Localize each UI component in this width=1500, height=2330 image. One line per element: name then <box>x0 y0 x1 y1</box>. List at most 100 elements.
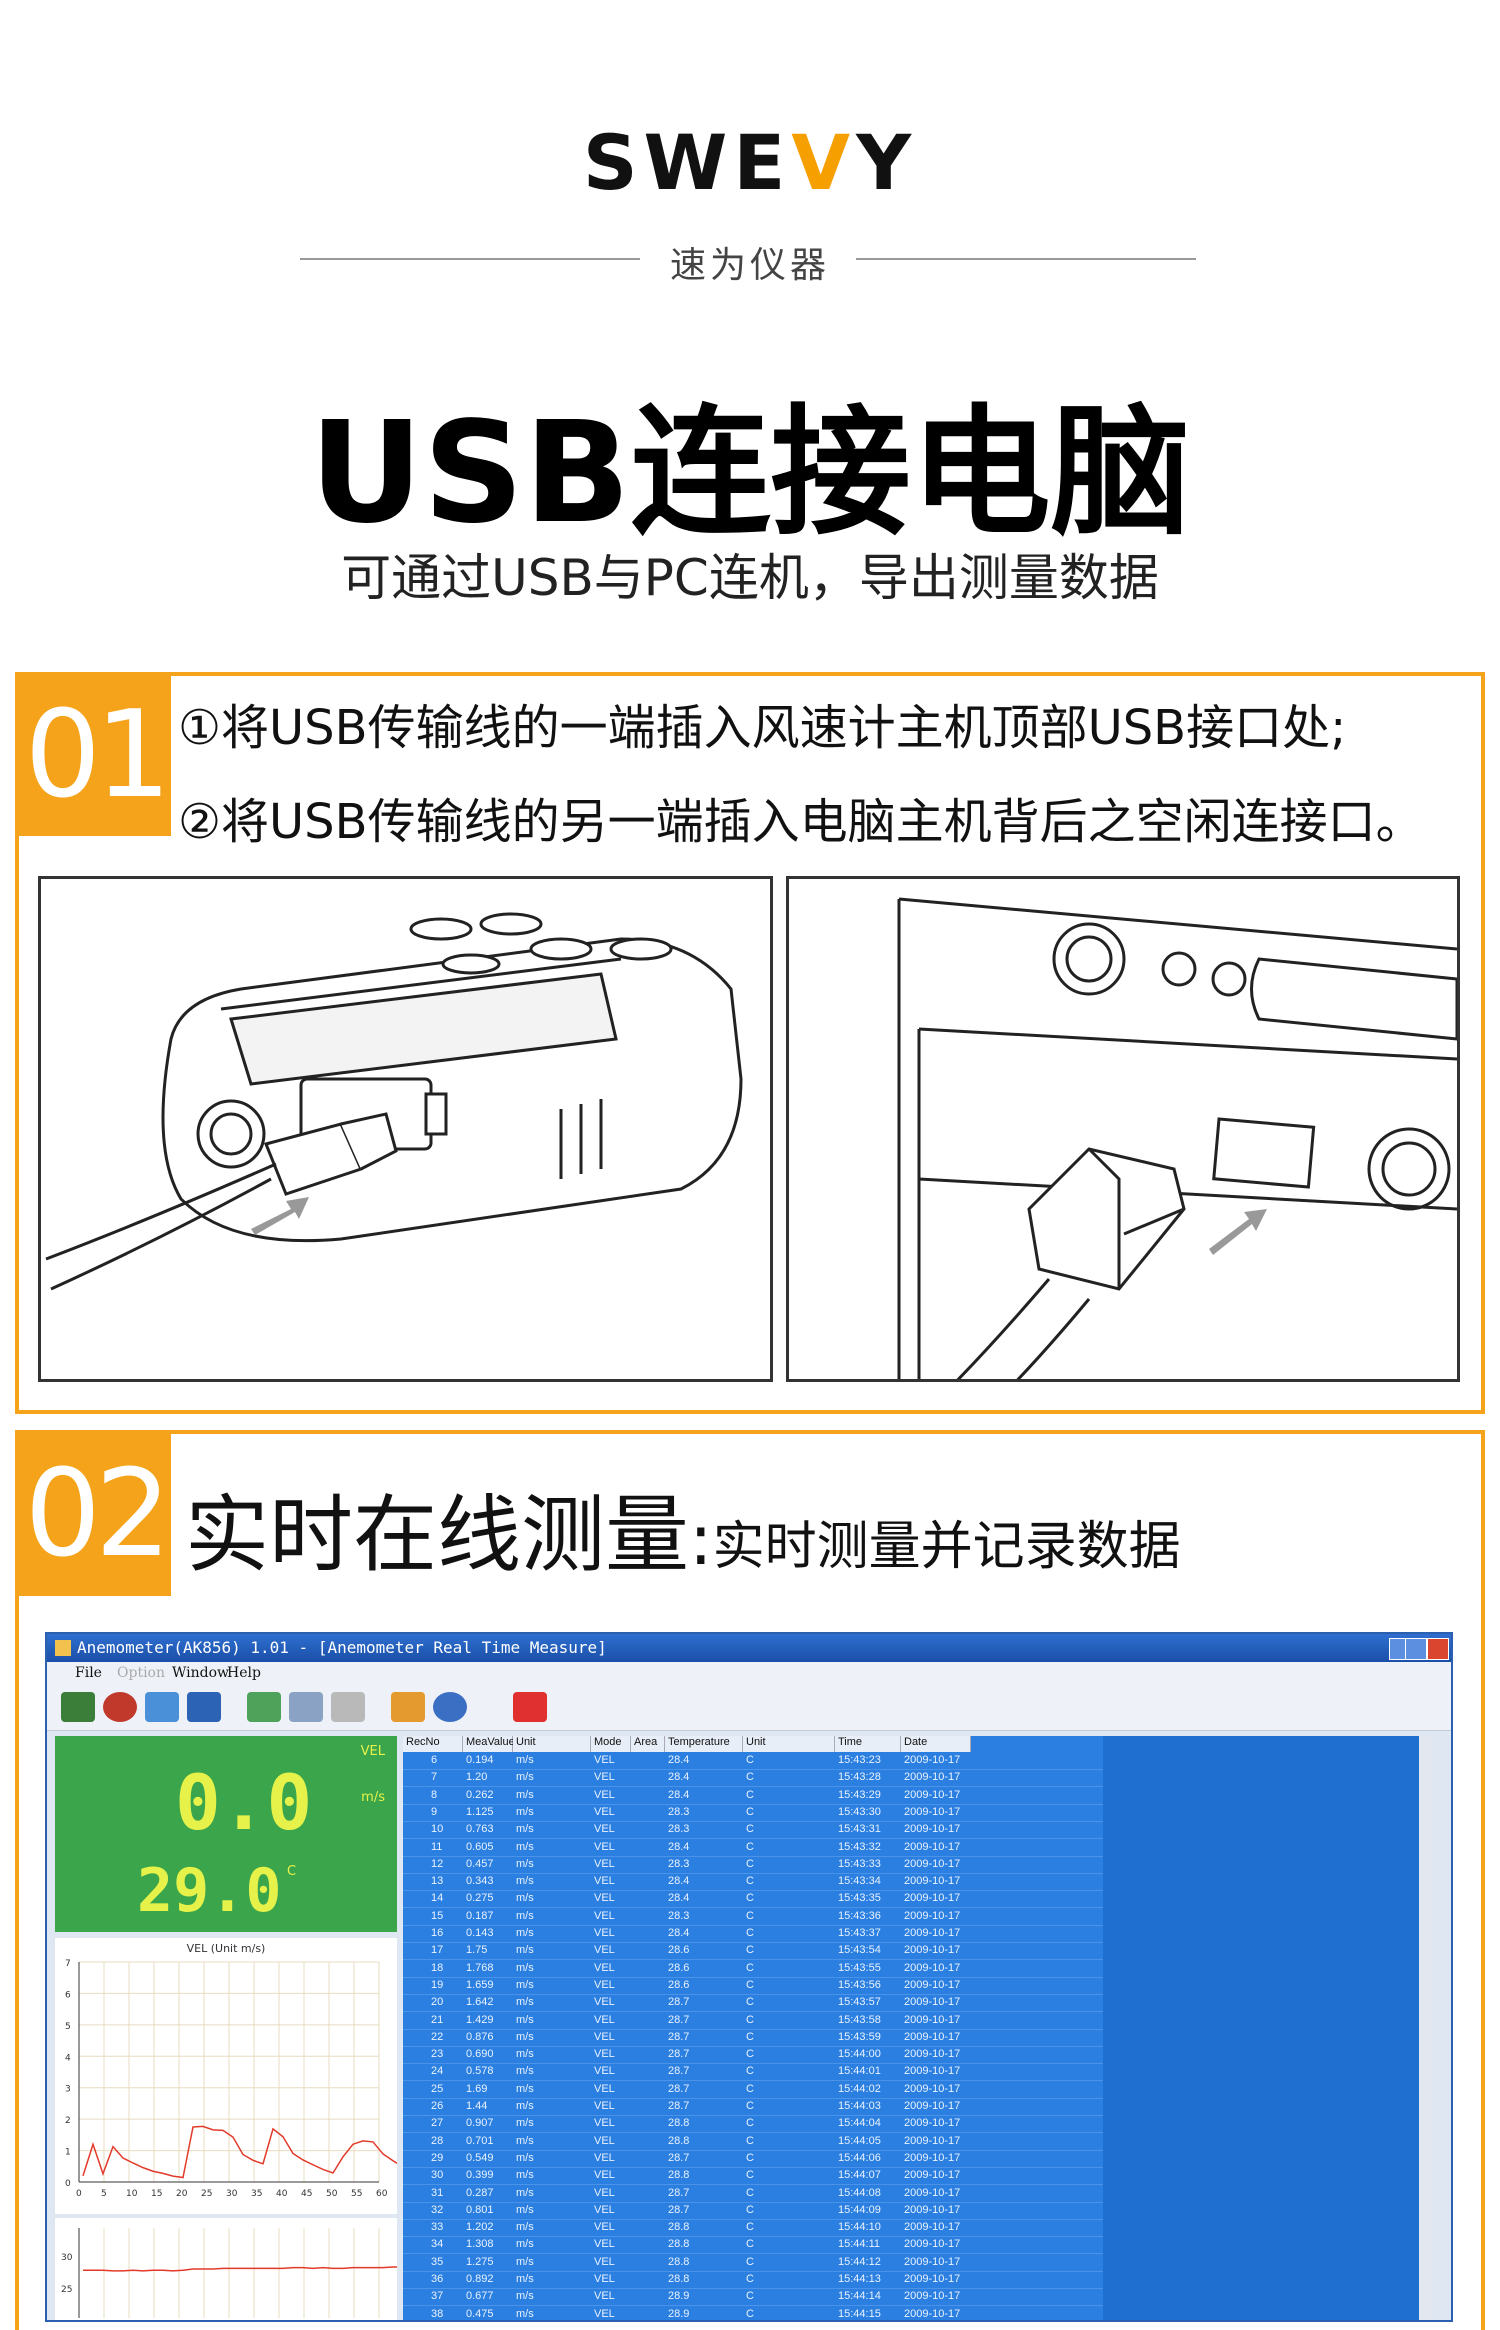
table-cell: VEL <box>594 2134 615 2147</box>
table-cell: 15:43:23 <box>838 1754 881 1766</box>
table-cell: VEL <box>594 1944 615 1957</box>
info-icon[interactable] <box>391 1692 425 1722</box>
open-icon[interactable] <box>145 1692 179 1722</box>
table-cell: m/s <box>516 1909 534 1922</box>
table-cell: VEL <box>594 2030 615 2043</box>
table-cell: 8 <box>431 1788 438 1801</box>
help-icon[interactable] <box>433 1692 467 1722</box>
table-cell: VEL <box>594 2169 615 2182</box>
monitor-icon[interactable] <box>61 1692 95 1722</box>
table-cell: 15:43:57 <box>838 1996 881 2009</box>
menu-file[interactable]: File <box>75 1665 102 1681</box>
save-icon[interactable] <box>187 1692 221 1722</box>
table-cell: 2009-10-17 <box>904 2290 961 2303</box>
print-icon[interactable] <box>289 1692 323 1722</box>
table-cell: 35 <box>431 2255 444 2268</box>
grid-vertical-scrollbar[interactable] <box>1419 1736 1433 2320</box>
grid-column-header[interactable]: Temperature <box>665 1736 743 1752</box>
table-cell: 0.690 <box>466 2048 494 2061</box>
settings-icon[interactable] <box>331 1692 365 1722</box>
close-icon[interactable] <box>1427 1638 1449 1660</box>
table-cell: 28.3 <box>668 1909 690 1922</box>
menu-window[interactable]: Window <box>172 1665 230 1681</box>
table-cell: 15:43:30 <box>838 1805 881 1818</box>
table-cell: 0.194 <box>466 1754 494 1766</box>
table-cell: C <box>746 2238 754 2251</box>
table-cell: C <box>746 2048 754 2061</box>
grid-column-header[interactable]: RecNo <box>403 1736 463 1752</box>
grid-column-header[interactable]: Date <box>901 1736 971 1752</box>
maximize-icon[interactable] <box>1405 1638 1427 1660</box>
table-cell: 23 <box>431 2048 444 2061</box>
table-cell: VEL <box>594 1788 615 1801</box>
grid-column-header[interactable]: Unit <box>743 1736 835 1752</box>
section-realtime-measure <box>15 1430 1485 2330</box>
brand-logo: SWEVY <box>0 118 1500 207</box>
table-cell: VEL <box>594 2290 615 2303</box>
table-cell: 31 <box>431 2186 444 2199</box>
table-cell: 2009-10-17 <box>904 1978 961 1991</box>
table-cell: 1.659 <box>466 1978 494 1991</box>
table-cell: 22 <box>431 2030 444 2043</box>
y-tick-label: 1 <box>65 2148 71 2158</box>
power-icon[interactable] <box>513 1692 547 1722</box>
table-cell: C <box>746 1857 754 1870</box>
table-cell: 1.308 <box>466 2238 494 2251</box>
table-cell: 15:43:59 <box>838 2030 881 2043</box>
grid-column-header[interactable]: Mode <box>591 1736 631 1752</box>
table-cell: VEL <box>594 2151 615 2164</box>
table-cell: 15:44:10 <box>838 2221 881 2234</box>
export-icon[interactable] <box>247 1692 281 1722</box>
table-cell: m/s <box>516 1944 534 1957</box>
table-cell: 0.677 <box>466 2290 494 2303</box>
table-cell: C <box>746 2169 754 2182</box>
grid-column-header[interactable]: MeaValue <box>463 1736 515 1752</box>
grid-column-header[interactable]: Unit <box>513 1736 591 1752</box>
table-cell: 2009-10-17 <box>904 2030 961 2043</box>
table-cell: 28.6 <box>668 1978 690 1991</box>
menu-help[interactable]: Help <box>227 1665 261 1681</box>
grid-column-header[interactable]: Area <box>631 1736 665 1752</box>
grid-column-header[interactable]: Time <box>835 1736 901 1752</box>
table-cell: 2009-10-17 <box>904 1996 961 2009</box>
record-icon[interactable] <box>103 1692 137 1722</box>
menu-option[interactable]: Option <box>117 1665 165 1681</box>
pc-usb-illustration <box>786 876 1460 1401</box>
table-cell: 15:43:31 <box>838 1823 881 1836</box>
table-cell: VEL <box>594 2117 615 2130</box>
